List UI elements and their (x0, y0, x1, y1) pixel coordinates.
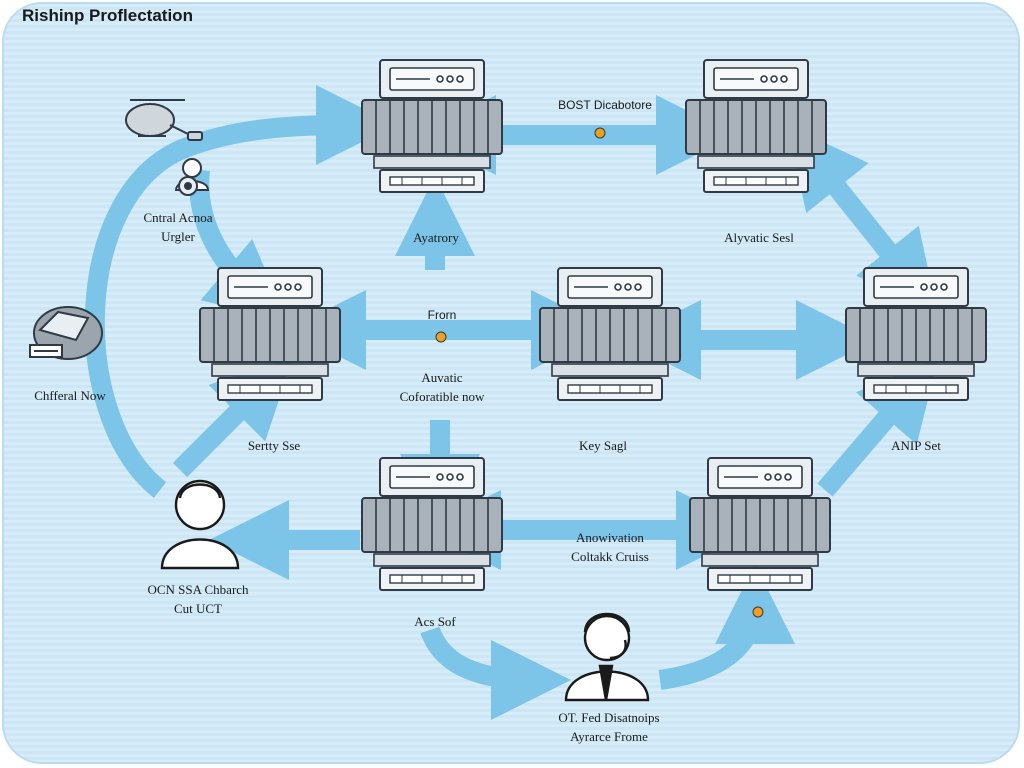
arrow-right-up-diag (817, 357, 939, 497)
engineer-icon (174, 158, 210, 196)
printer-icon (29, 306, 103, 360)
label-bottom-mid: Acs Sof (414, 614, 456, 629)
label-mid-center: Key Sagl (578, 438, 628, 453)
server-icon (685, 59, 827, 193)
label-left-person: Chfferal Now (34, 388, 106, 403)
server-icon (199, 267, 341, 401)
label-mid-right: ANIP Set (891, 438, 941, 453)
label-center: Auvatic Coforatible now (399, 370, 485, 404)
node-dot (435, 331, 447, 343)
helicopter-icon (125, 99, 203, 141)
server-icon (689, 457, 831, 591)
label-top-right: Alyvatic Sesl (724, 230, 794, 245)
label-mid-left: Sertty Sse (247, 438, 301, 453)
user-icon (160, 479, 240, 570)
node-dot (752, 606, 764, 618)
label-bottom-left-person: OCN SSA Chbarch Cut UCT (147, 582, 249, 616)
server-icon (845, 267, 987, 401)
flow-arrows (84, 85, 939, 720)
arrow-big-loop (84, 85, 396, 498)
label-top-left: Cntral Acnoa Urgler (143, 210, 213, 244)
server-icon (361, 457, 503, 591)
headset-user-icon (564, 612, 650, 702)
server-icon (361, 59, 503, 193)
label-top-arrow: BOST Dicabotore (558, 98, 652, 112)
label-bottom-arrow: Anowivation Coltakk Cruiss (571, 530, 649, 564)
arrow-bottom-curve-right (658, 564, 795, 690)
diagram-title: Rishinp Proflectation (22, 6, 193, 25)
label-bottom-person: OT. Fed Disatnoips Ayrarce Frome (558, 710, 660, 744)
node-dot (594, 127, 606, 139)
arrow-right-diag (787, 125, 938, 314)
label-top-mid: Ayatrory (413, 230, 459, 245)
arrow-bottom-curve-left (420, 626, 571, 720)
server-icon (539, 267, 681, 401)
label-mid-arrow: Frorn (427, 308, 457, 322)
